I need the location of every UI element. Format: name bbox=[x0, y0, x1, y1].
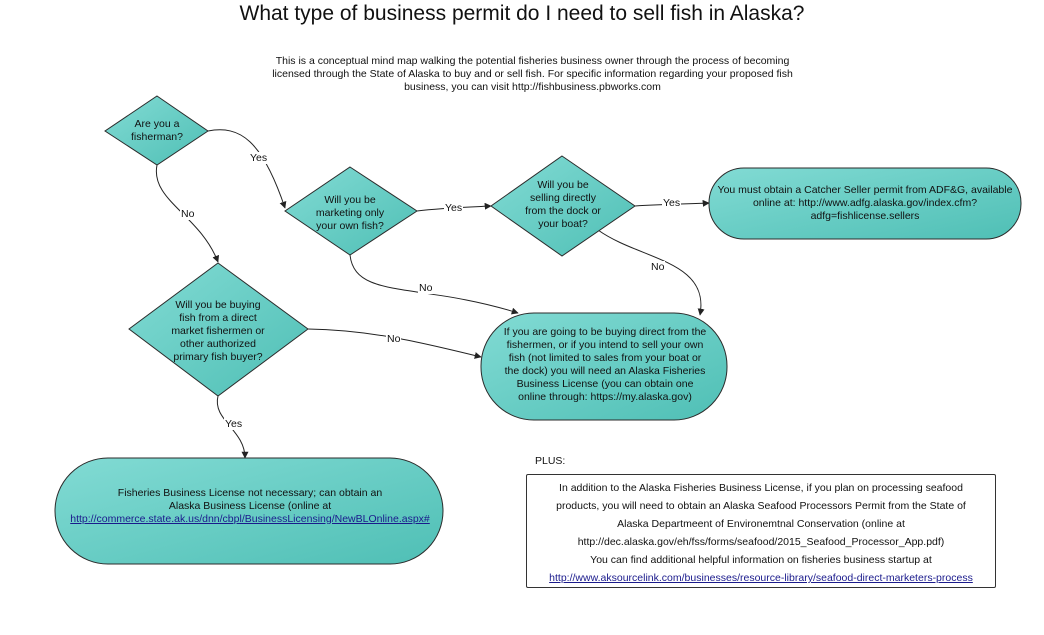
plus-note-box: In addition to the Alaska Fisheries Busi… bbox=[526, 474, 996, 588]
outcome-fisheries-business-license bbox=[480, 312, 728, 421]
decision-dock bbox=[490, 155, 636, 257]
edge-label-buying-no: No bbox=[386, 333, 402, 345]
decision-fisherman-label: Are you a fisherman? bbox=[131, 118, 183, 143]
plus-note-line: In addition to the Alaska Fisheries Busi… bbox=[559, 482, 963, 494]
edge-dock-no bbox=[597, 229, 705, 316]
decision-own-fish-label: Will you be marketing only your own fish… bbox=[315, 193, 385, 232]
edge-label-own-fish-yes: Yes bbox=[444, 202, 464, 214]
aksourcelink-link[interactable]: http://www.aksourcelink.com/businesses/r… bbox=[549, 572, 973, 584]
intro-text: This is a conceptual mind map walking th… bbox=[272, 55, 793, 93]
plus-note-line: http://dec.alaska.gov/eh/fss/forms/seafo… bbox=[577, 536, 945, 548]
edge-own-fish-no bbox=[349, 254, 519, 315]
edge-label-fisherman-yes: Yes bbox=[249, 152, 269, 164]
edge-label-own-fish-no: No bbox=[418, 282, 434, 294]
outcome-fisheries-business-license-label: If you are going to be buying direct fro… bbox=[503, 326, 707, 403]
plus-note-line: You can find additional helpful informat… bbox=[590, 554, 932, 566]
alaska-business-license-link[interactable]: http://commerce.state.ak.us/dnn/cbpl/Bus… bbox=[70, 512, 430, 525]
plus-note-line: products, you will need to obtain an Ala… bbox=[556, 500, 966, 512]
decision-fisherman bbox=[104, 95, 209, 166]
edge-label-dock-no: No bbox=[650, 261, 666, 273]
edge-label-fisherman-no: No bbox=[180, 208, 196, 220]
not-necessary-text: Fisheries Business License not necessary… bbox=[117, 486, 383, 512]
edge-label-buying-yes: Yes bbox=[224, 418, 244, 430]
outcome-not-necessary-label: Fisheries Business License not necessary… bbox=[65, 486, 435, 526]
outcome-not-necessary bbox=[54, 457, 444, 565]
outcome-catcher-seller-label: You must obtain a Catcher Seller permit … bbox=[717, 183, 1013, 222]
outcome-catcher-seller bbox=[708, 167, 1022, 240]
decision-own-fish bbox=[284, 166, 418, 256]
decision-buying-label: Will you be buying fish from a direct ma… bbox=[171, 298, 265, 363]
edge-label-dock-yes: Yes bbox=[662, 197, 682, 209]
plus-note-line: Alaska Departmeent of Environemtnal Cons… bbox=[617, 518, 905, 530]
diagram-title: What type of business permit do I need t… bbox=[239, 2, 805, 25]
decision-dock-label: Will you be selling directly from the do… bbox=[525, 179, 601, 230]
edge-fisherman-yes bbox=[207, 129, 287, 209]
plus-label: PLUS: bbox=[535, 455, 566, 467]
edge-fisherman-no bbox=[155, 164, 220, 263]
decision-buying bbox=[128, 262, 309, 397]
